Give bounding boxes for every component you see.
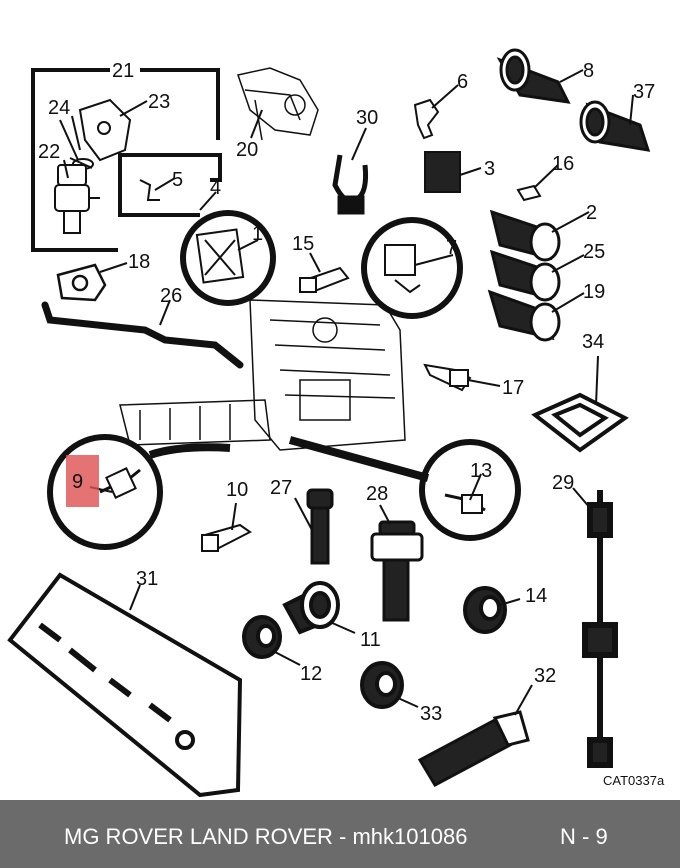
part-29-rod-drawing bbox=[582, 490, 618, 768]
part-30-hook-drawing bbox=[332, 154, 368, 215]
drawing-code: CAT0337a bbox=[603, 773, 665, 788]
part-32-plug-drawing bbox=[417, 710, 530, 787]
callout-20: 20 bbox=[236, 139, 258, 161]
part-1-detail-circle bbox=[180, 210, 276, 306]
footer-brand-part-number: MG ROVER LAND ROVER - mhk101086 bbox=[64, 824, 468, 849]
callout-37: 37 bbox=[633, 81, 655, 103]
part-34-bracket-drawing bbox=[531, 392, 629, 453]
part-8-sleeve-drawing bbox=[496, 48, 571, 104]
callout-9: 9 bbox=[72, 471, 83, 493]
leader-lines bbox=[63, 69, 634, 716]
callout-6: 6 bbox=[457, 71, 468, 93]
part-15-sensor-drawing bbox=[299, 266, 350, 294]
part-2-sleeve-drawing bbox=[489, 209, 561, 262]
part-27-bolt-drawing bbox=[306, 488, 334, 565]
callout-7: 7 bbox=[446, 237, 457, 259]
callout-33: 33 bbox=[420, 703, 442, 725]
part-33-washer-drawing bbox=[360, 661, 404, 709]
callout-10: 10 bbox=[226, 479, 248, 501]
callout-16: 16 bbox=[552, 153, 574, 175]
callout-21: 21 bbox=[112, 60, 134, 82]
part-7-detail-circle bbox=[361, 217, 463, 319]
callout-19: 19 bbox=[583, 281, 605, 303]
part-18-housing-drawing bbox=[56, 263, 107, 302]
callout-2: 2 bbox=[586, 202, 597, 224]
callout-4: 4 bbox=[210, 177, 221, 199]
callout-15: 15 bbox=[292, 233, 314, 255]
engine-assembly-drawing bbox=[119, 299, 406, 451]
part-26-pipe-drawing bbox=[41, 301, 244, 369]
callout-3: 3 bbox=[484, 158, 495, 180]
part-14-washer-drawing bbox=[463, 586, 507, 634]
part-22-sensor-drawing bbox=[54, 164, 100, 234]
callout-34: 34 bbox=[582, 331, 604, 353]
callout-1: 1 bbox=[252, 223, 263, 245]
callout-12: 12 bbox=[300, 663, 322, 685]
highlight-box-9 bbox=[66, 455, 99, 507]
callout-26: 26 bbox=[160, 285, 182, 307]
part-6-clip-drawing bbox=[413, 98, 440, 140]
part-37-sleeve-drawing bbox=[579, 100, 651, 152]
part-17-sensor-drawing bbox=[423, 363, 472, 392]
part-9-detail-circle bbox=[47, 434, 231, 550]
callout-24: 24 bbox=[48, 97, 70, 119]
exploded-parts-diagram: 21 24 23 22 5 4 20 6 8 37 30 3 16 1 15 7… bbox=[7, 48, 665, 798]
part-group-4-frame bbox=[118, 153, 222, 217]
part-31-cover-drawing bbox=[7, 572, 243, 798]
callout-28: 28 bbox=[366, 483, 388, 505]
part-11-fitting-drawing bbox=[282, 581, 340, 635]
callout-5: 5 bbox=[172, 169, 183, 191]
footer-bar: MG ROVER LAND ROVER - mhk101086 N - 9 bbox=[0, 800, 680, 868]
part-3-connector-drawing bbox=[424, 151, 461, 193]
part-19-sleeve-drawing bbox=[487, 289, 561, 342]
callout-27: 27 bbox=[270, 477, 292, 499]
part-25-sleeve-drawing bbox=[489, 249, 561, 302]
callout-30: 30 bbox=[356, 107, 378, 129]
footer-page-ref: N - 9 bbox=[560, 824, 608, 849]
callout-32: 32 bbox=[534, 665, 556, 687]
callout-11: 11 bbox=[360, 629, 381, 651]
callout-23: 23 bbox=[148, 91, 170, 113]
callout-29: 29 bbox=[552, 472, 574, 494]
callout-14: 14 bbox=[525, 585, 547, 607]
callout-8: 8 bbox=[583, 60, 594, 82]
part-group-21-bracket bbox=[31, 68, 220, 252]
callout-25: 25 bbox=[583, 241, 605, 263]
part-13-detail-circle bbox=[288, 436, 521, 541]
part-16-tab-drawing bbox=[516, 184, 542, 202]
callout-17: 17 bbox=[502, 377, 524, 399]
part-20-engine-detail bbox=[237, 67, 319, 141]
callout-31: 31 bbox=[136, 568, 158, 590]
part-12-washer-drawing bbox=[242, 615, 282, 659]
part-10-sensor-drawing bbox=[201, 523, 252, 552]
callout-13: 13 bbox=[470, 460, 492, 482]
callout-18: 18 bbox=[128, 251, 150, 273]
callout-labels: 21 24 23 22 5 4 20 6 8 37 30 3 16 1 15 7… bbox=[38, 60, 655, 725]
callout-22: 22 bbox=[38, 141, 60, 163]
part-5-clip-drawing bbox=[139, 179, 160, 201]
part-28-bolt-drawing bbox=[370, 520, 424, 622]
